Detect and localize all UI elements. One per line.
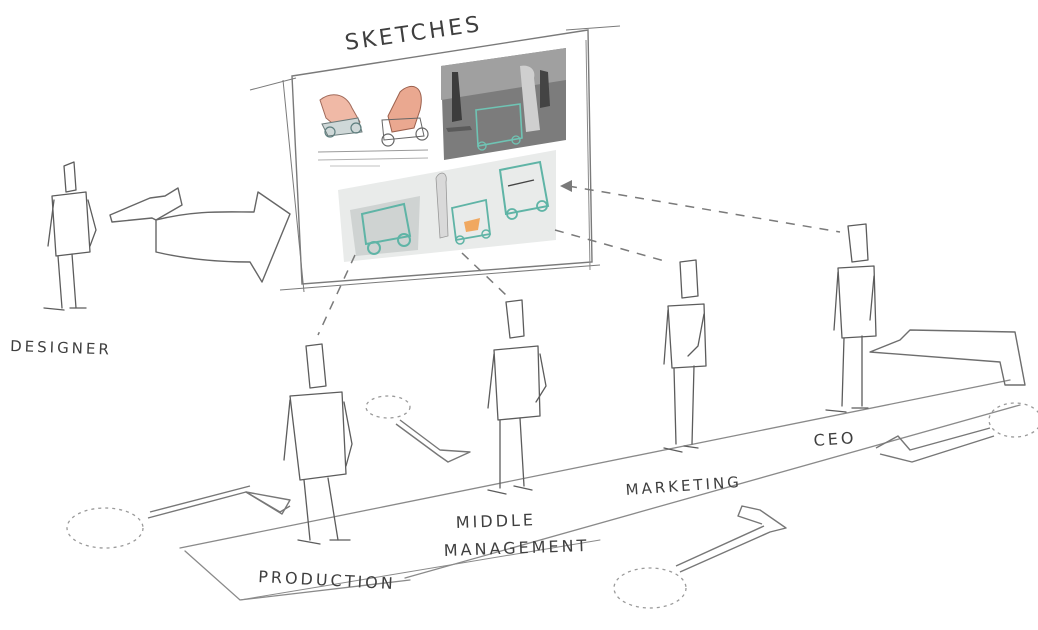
middle-management-label-line1: MIDDLE <box>455 510 536 532</box>
designer-figure <box>43 161 97 311</box>
ceo-figure <box>825 223 877 413</box>
ground-markers <box>66 395 1038 609</box>
dashed-arrowhead <box>560 180 572 192</box>
right-big-arrow <box>869 329 1026 386</box>
designer-arrow <box>109 187 291 283</box>
sketch-board <box>249 25 621 293</box>
middle-management-label-line2: MANAGEMENT <box>443 536 589 560</box>
marketing-figure <box>663 259 707 453</box>
dashed-connectors <box>317 185 841 336</box>
ground-arrows <box>147 419 995 573</box>
production-figure <box>283 343 353 545</box>
middle-management-figure <box>487 299 547 495</box>
render-panel <box>338 150 556 262</box>
stroller-sketch-icon <box>317 85 429 167</box>
marketing-label: MARKETING <box>625 473 742 499</box>
person-figure-icon <box>43 161 877 545</box>
ceo-label: CEO <box>813 428 857 450</box>
photo-panel <box>441 48 566 160</box>
designer-label: DESIGNER <box>10 337 112 359</box>
production-label: PRODUCTION <box>258 567 396 593</box>
floor-lines <box>179 379 1021 601</box>
